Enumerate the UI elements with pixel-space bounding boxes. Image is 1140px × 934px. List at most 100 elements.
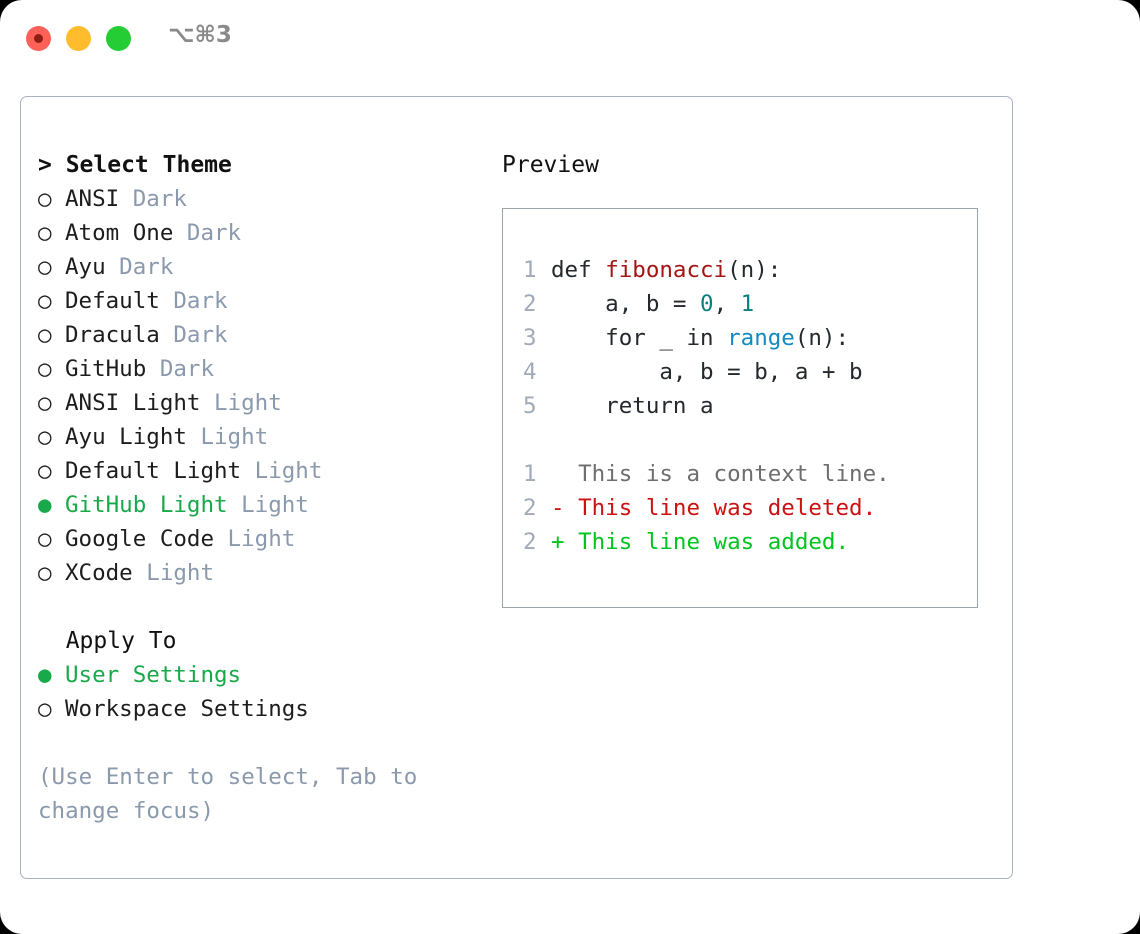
radio-unselected-icon: ○ — [38, 390, 52, 416]
apply-to-option-label: Workspace Settings — [65, 696, 309, 722]
radio-unselected-icon: ○ — [38, 560, 52, 586]
theme-option-github-light[interactable]: ● GitHub Light Light — [38, 488, 478, 522]
preview-header: Preview — [502, 152, 599, 178]
code-line: 4 a, b = b, a + b — [523, 355, 969, 389]
diff-text: This line was deleted. — [578, 495, 877, 521]
code-token: range — [727, 325, 795, 351]
apply-to-list: ●User Settings ○ Workspace Settings — [38, 658, 478, 726]
diff-line: 2- This line was deleted. — [523, 491, 969, 525]
theme-option-label: Default — [65, 288, 160, 314]
title-bar: ⌥⌘3 — [0, 0, 1140, 76]
theme-option-tag: Dark — [119, 186, 187, 212]
code-line: 5 return a — [523, 389, 969, 423]
theme-option-label: GitHub — [65, 356, 147, 382]
apply-to-option-user-settings[interactable]: ●User Settings — [38, 658, 478, 692]
radio-unselected-icon: ○ — [38, 458, 52, 484]
radio-unselected-icon: ○ — [38, 288, 52, 314]
radio-unselected-icon: ○ — [38, 696, 52, 722]
theme-option-tag: Dark — [105, 254, 174, 280]
theme-option-google-code[interactable]: ○ Google Code Light — [38, 522, 478, 556]
keyboard-shortcut-label: ⌥⌘3 — [168, 22, 232, 48]
apply-to-option-workspace-settings[interactable]: ○ Workspace Settings — [38, 692, 478, 726]
diff-marker: - — [551, 495, 579, 521]
theme-option-atom-one[interactable]: ○ Atom One Dark — [38, 216, 478, 250]
code-token: , — [713, 291, 741, 317]
theme-option-github[interactable]: ○ GitHub Dark — [38, 352, 478, 386]
theme-selection-column: > Select Theme ○ANSI Dark○Atom One Dark○… — [38, 148, 478, 828]
code-token: fibonacci — [605, 257, 728, 283]
theme-option-ayu[interactable]: ○ Ayu Dark — [38, 250, 478, 284]
theme-option-ansi[interactable]: ○ ANSI Dark — [38, 182, 478, 216]
diff-text: This line was added. — [578, 529, 850, 555]
code-token: a, b = — [551, 291, 701, 317]
theme-option-tag: Dark — [146, 356, 215, 382]
theme-option-label: GitHub Light — [65, 492, 228, 518]
theme-option-tag: Dark — [159, 288, 228, 314]
code-token: (n): — [794, 325, 850, 351]
radio-unselected-icon: ○ — [38, 526, 52, 552]
code-token: def — [551, 257, 606, 283]
diff-line: 1 This is a context line. — [523, 457, 969, 491]
theme-option-tag: Light — [214, 526, 296, 552]
code-token: for _ in — [551, 325, 728, 351]
code-token: (n): — [727, 257, 782, 283]
line-number: 5 — [523, 393, 537, 419]
theme-option-ayu-light[interactable]: ○Ayu Light Light — [38, 420, 478, 454]
code-token: return a — [551, 393, 714, 419]
radio-unselected-icon: ○ — [38, 220, 52, 246]
line-number: 3 — [523, 325, 537, 351]
theme-option-label: Default Light — [65, 458, 242, 484]
diff-marker — [551, 461, 578, 487]
theme-option-default-light[interactable]: ○Default Light Light — [38, 454, 478, 488]
line-number: 4 — [523, 359, 537, 385]
radio-unselected-icon: ○ — [38, 322, 52, 348]
theme-option-tag: Light — [200, 390, 282, 416]
code-line: 1 def fibonacci(n): — [523, 253, 969, 287]
apply-to-section: Apply To ●User Settings ○ Workspace Settin… — [38, 624, 478, 726]
code-token: a, b = b, a + b — [551, 359, 863, 385]
theme-option-xcode[interactable]: ○ XCode Light — [38, 556, 478, 590]
radio-selected-icon: ● — [38, 492, 52, 518]
code-diff-separator — [523, 423, 969, 457]
theme-option-label: Dracula — [65, 322, 160, 348]
line-number: 1 — [523, 461, 537, 487]
code-token: 0 — [700, 291, 714, 317]
radio-unselected-icon: ○ — [38, 186, 52, 212]
close-window-button[interactable] — [26, 26, 51, 51]
diff-text: This is a context line. — [578, 461, 890, 487]
apply-to-header: Apply To — [38, 628, 177, 654]
theme-option-label: ANSI Light — [65, 390, 201, 416]
line-number: 1 — [523, 257, 537, 283]
theme-option-tag: Dark — [173, 220, 242, 246]
code-line: 3 for _ in range(n): — [523, 321, 969, 355]
theme-option-label: XCode — [65, 560, 133, 586]
maximize-window-button[interactable] — [106, 26, 131, 51]
theme-option-dracula[interactable]: ○ Dracula Dark — [38, 318, 478, 352]
theme-option-label: Ayu Light — [65, 424, 187, 450]
line-number: 2 — [523, 291, 537, 317]
theme-option-tag: Dark — [159, 322, 228, 348]
theme-option-label: ANSI — [65, 186, 120, 212]
theme-option-tag: Light — [132, 560, 215, 586]
code-line: 2 a, b = 0, 1 — [523, 287, 969, 321]
theme-option-default[interactable]: ○ Default Dark — [38, 284, 478, 318]
code-token: 1 — [740, 291, 755, 317]
theme-option-label: Ayu — [65, 254, 106, 280]
radio-unselected-icon: ○ — [38, 424, 52, 450]
radio-unselected-icon: ○ — [38, 254, 52, 280]
line-number: 2 — [523, 529, 537, 555]
diff-line: 2 + This line was added. — [523, 525, 969, 559]
apply-to-option-label: User Settings — [65, 662, 242, 688]
theme-option-label: Atom One — [65, 220, 174, 246]
diff-marker: + — [551, 529, 579, 555]
radio-unselected-icon: ○ — [38, 356, 52, 382]
theme-option-label: Google Code — [65, 526, 215, 552]
theme-option-tag: Light — [227, 492, 309, 518]
theme-option-ansi-light[interactable]: ○ ANSI Light Light — [38, 386, 478, 420]
minimize-window-button[interactable] — [66, 26, 91, 51]
line-number: 2 — [523, 495, 537, 521]
